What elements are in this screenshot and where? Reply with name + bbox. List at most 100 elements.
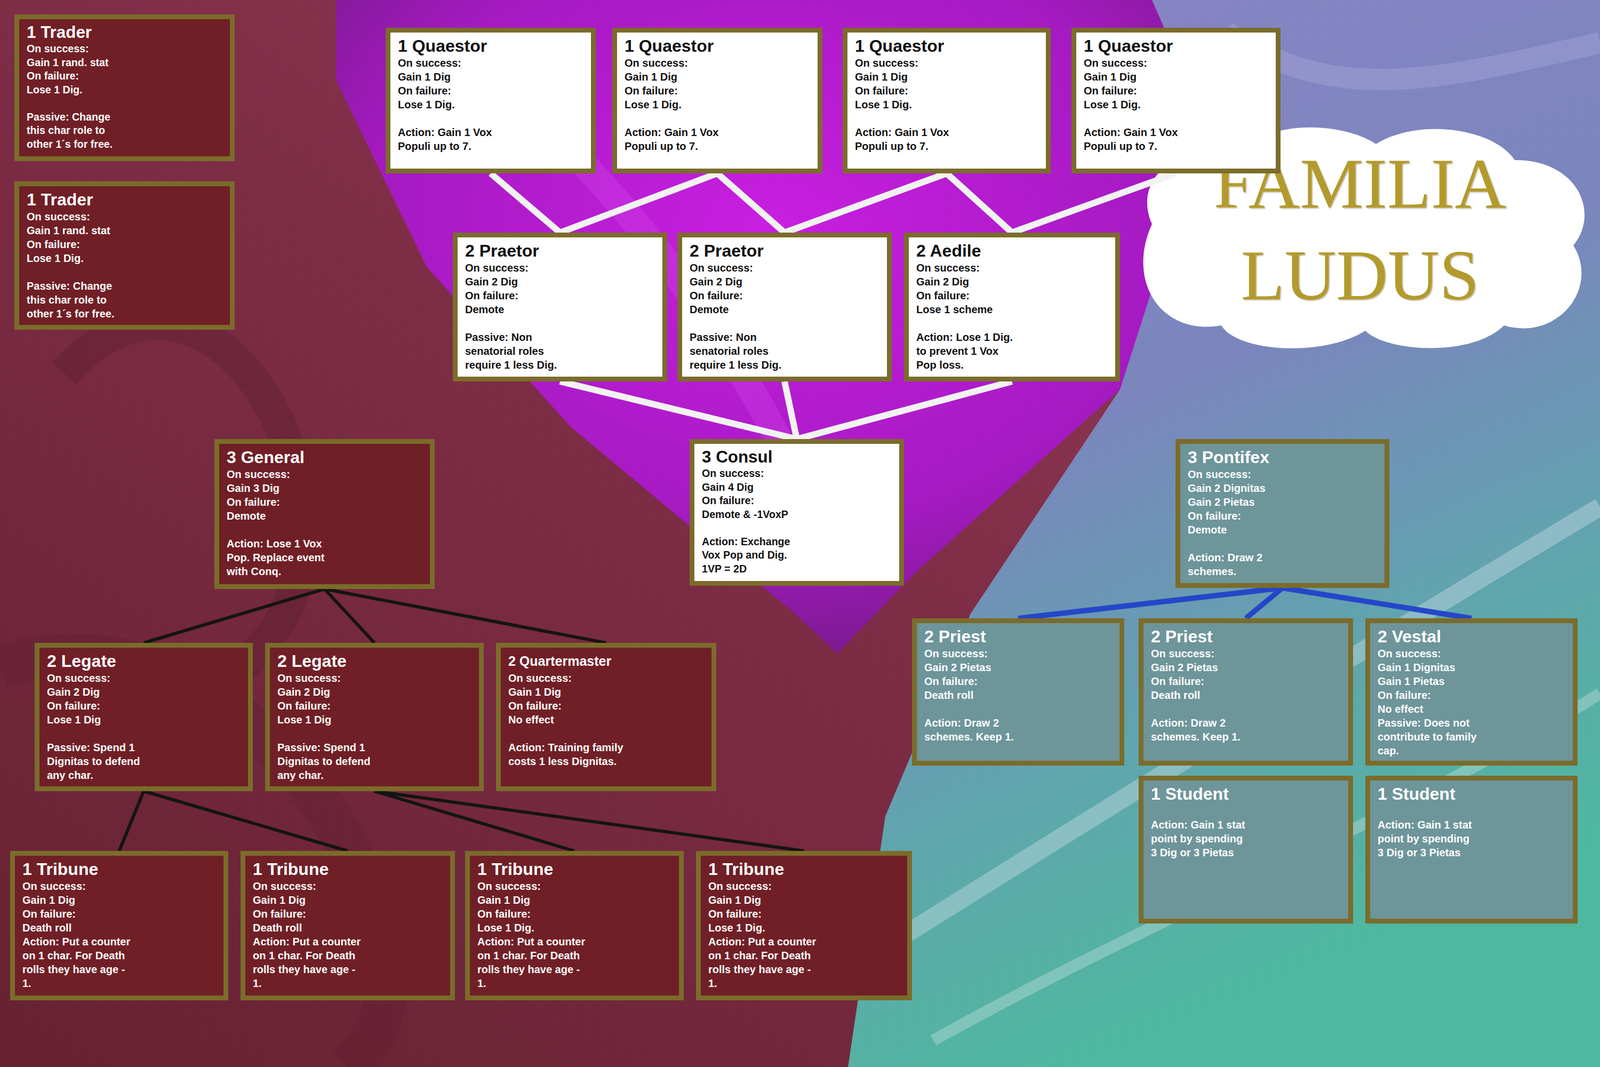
role-text: On success: (1377, 646, 1479, 661)
role-title: 3 General (226, 446, 423, 468)
role-text: Lose 1 Dig. (26, 251, 131, 266)
role-title: 2 Priest (924, 626, 1112, 647)
role-card: 1 StudentAction: Gain 1 stat point by sp… (1365, 775, 1578, 924)
role-text: Gain 1 Dig (854, 69, 954, 84)
role-title: 1 Quaestor (1083, 35, 1269, 56)
role-card: 2 AedileOn success:Gain 2 DigOn failure:… (904, 232, 1120, 382)
role-card: 3 PontifexOn success:Gain 2 DignitasGain… (1175, 438, 1390, 588)
promotion-line (1245, 587, 1283, 619)
role-text: Gain 2 Dig (46, 684, 149, 699)
role-text: No effect (508, 712, 629, 727)
role-text: Gain 2 Pietas (1150, 660, 1250, 675)
role-text: Death roll (22, 920, 135, 935)
promotion-line (560, 173, 718, 233)
role-text: Demote (465, 302, 578, 317)
role-text: On success: (1187, 467, 1284, 482)
role-text: Gain 2 Pietas (1187, 494, 1284, 509)
role-card: 2 PriestOn success:Gain 2 PietasOn failu… (1138, 618, 1354, 766)
role-text: On success: (277, 670, 379, 685)
role-text: Action: Put a counter on 1 char. For Dea… (477, 934, 590, 990)
role-text: Action: Draw 2 schemes. Keep 1. (1150, 715, 1250, 744)
role-text: Gain 1 Dig (477, 892, 590, 907)
role-card: 1 TraderOn success:Gain 1 rand. statOn f… (14, 14, 235, 162)
role-text: Lose 1 Dig. (477, 920, 590, 935)
role-title: 1 Trader (26, 22, 223, 43)
role-text: On failure: (226, 494, 331, 509)
role-text: Passive: Change this char role to other … (26, 278, 131, 321)
role-title: 2 Vestal (1377, 626, 1566, 647)
role-text: Lose 1 Dig. (708, 920, 821, 935)
role-text: On failure: (277, 698, 379, 713)
promotion-line (374, 790, 805, 851)
role-text: On success: (26, 209, 131, 224)
role-text: Gain 2 Pietas (924, 660, 1023, 675)
role-title: 1 Tribune (22, 858, 216, 879)
role-card: 1 TribuneOn success:Gain 1 DigOn failure… (240, 850, 455, 1000)
role-card: 2 PraetorOn success:Gain 2 DigOn failure… (677, 232, 892, 382)
role-text: On success: (252, 878, 365, 893)
role-text: Action: Gain 1 Vox Populi up to 7. (1083, 125, 1183, 154)
role-text: On success: (1083, 56, 1183, 70)
role-text: Gain 2 Dignitas (1187, 481, 1284, 495)
promotion-line (119, 790, 144, 851)
role-card: 2 PriestOn success:Gain 2 PietasOn failu… (912, 618, 1125, 766)
role-title: 1 Trader (26, 189, 223, 210)
role-text: On success: (689, 260, 802, 275)
role-card: 1 QuaestorOn success:Gain 1 DigOn failur… (1071, 27, 1281, 174)
role-text: Lose 1 Dig. (624, 97, 724, 112)
role-card: 1 QuaestorOn success:Gain 1 DigOn failur… (612, 27, 823, 174)
role-title: 2 Praetor (465, 240, 655, 261)
role-text: On failure: (508, 698, 629, 713)
role-text: Action: Gain 1 stat point by spending 3 … (1377, 817, 1474, 860)
promotion-line (1282, 587, 1472, 619)
role-text: Action: Gain 1 Vox Populi up to 7. (624, 125, 724, 154)
role-text: Passive: Spend 1 Dignitas to defend any … (46, 740, 149, 782)
role-card: 1 QuaestorOn success:Gain 1 DigOn failur… (842, 27, 1051, 174)
role-card: 2 PraetorOn success:Gain 2 DigOn failure… (452, 232, 668, 382)
promotion-line (784, 173, 947, 233)
role-text: On failure: (252, 906, 365, 921)
promotion-line (946, 173, 1013, 233)
role-text: Passive: Non senatorial roles require 1 … (465, 330, 578, 372)
role-text: Gain 2 Dig (916, 274, 1018, 289)
role-text: On success: (46, 670, 149, 685)
role-text: Gain 1 Pietas (1377, 674, 1479, 688)
role-card: 1 TraderOn success:Gain 1 rand. statOn f… (14, 181, 235, 330)
role-text: Action: Draw 2 schemes. (1187, 550, 1284, 579)
role-title: 2 Aedile (916, 240, 1108, 261)
role-text: On success: (26, 42, 131, 56)
role-text: Gain 1 Dignitas (1377, 660, 1479, 675)
role-text: On success: (397, 56, 497, 70)
role-text: Action: Put a counter on 1 char. For Dea… (708, 934, 821, 990)
role-text: Action: Gain 1 Vox Populi up to 7. (854, 125, 954, 154)
role-text: On success: (477, 878, 590, 893)
role-text: Lose 1 Dig. (854, 97, 954, 112)
role-text: Demote (226, 508, 331, 523)
promotion-line (1018, 587, 1283, 619)
role-text: On success: (708, 878, 821, 893)
role-text: On failure: (924, 674, 1023, 688)
role-title: 2 Quartermaster (508, 650, 704, 671)
role-text: Lose 1 Dig (277, 712, 379, 727)
role-card: 1 QuaestorOn success:Gain 1 DigOn failur… (385, 27, 596, 174)
role-text: Death roll (924, 688, 1023, 702)
role-text: Gain 1 Dig (22, 892, 135, 907)
role-text: Gain 1 Dig (397, 69, 497, 84)
role-text: Passive: Non senatorial roles require 1 … (689, 330, 802, 372)
role-text: On failure: (701, 493, 809, 508)
promotion-line (796, 381, 1013, 439)
role-title: 1 Quaestor (624, 35, 811, 56)
role-text: On success: (508, 670, 629, 685)
role-text: On failure: (1377, 688, 1479, 702)
role-text: On success: (916, 260, 1018, 275)
role-text: Gain 1 Dig (252, 892, 365, 907)
role-title: 1 Quaestor (397, 35, 584, 56)
role-title: 3 Consul (701, 446, 892, 467)
role-text: On failure: (1083, 83, 1183, 98)
role-text: On success: (226, 467, 331, 482)
role-text: Gain 2 Dig (689, 274, 802, 289)
promotion-line (144, 790, 349, 851)
role-text: On failure: (477, 906, 590, 921)
role-text: On failure: (465, 288, 578, 303)
role-card: 1 TribuneOn success:Gain 1 DigOn failure… (696, 850, 912, 1000)
